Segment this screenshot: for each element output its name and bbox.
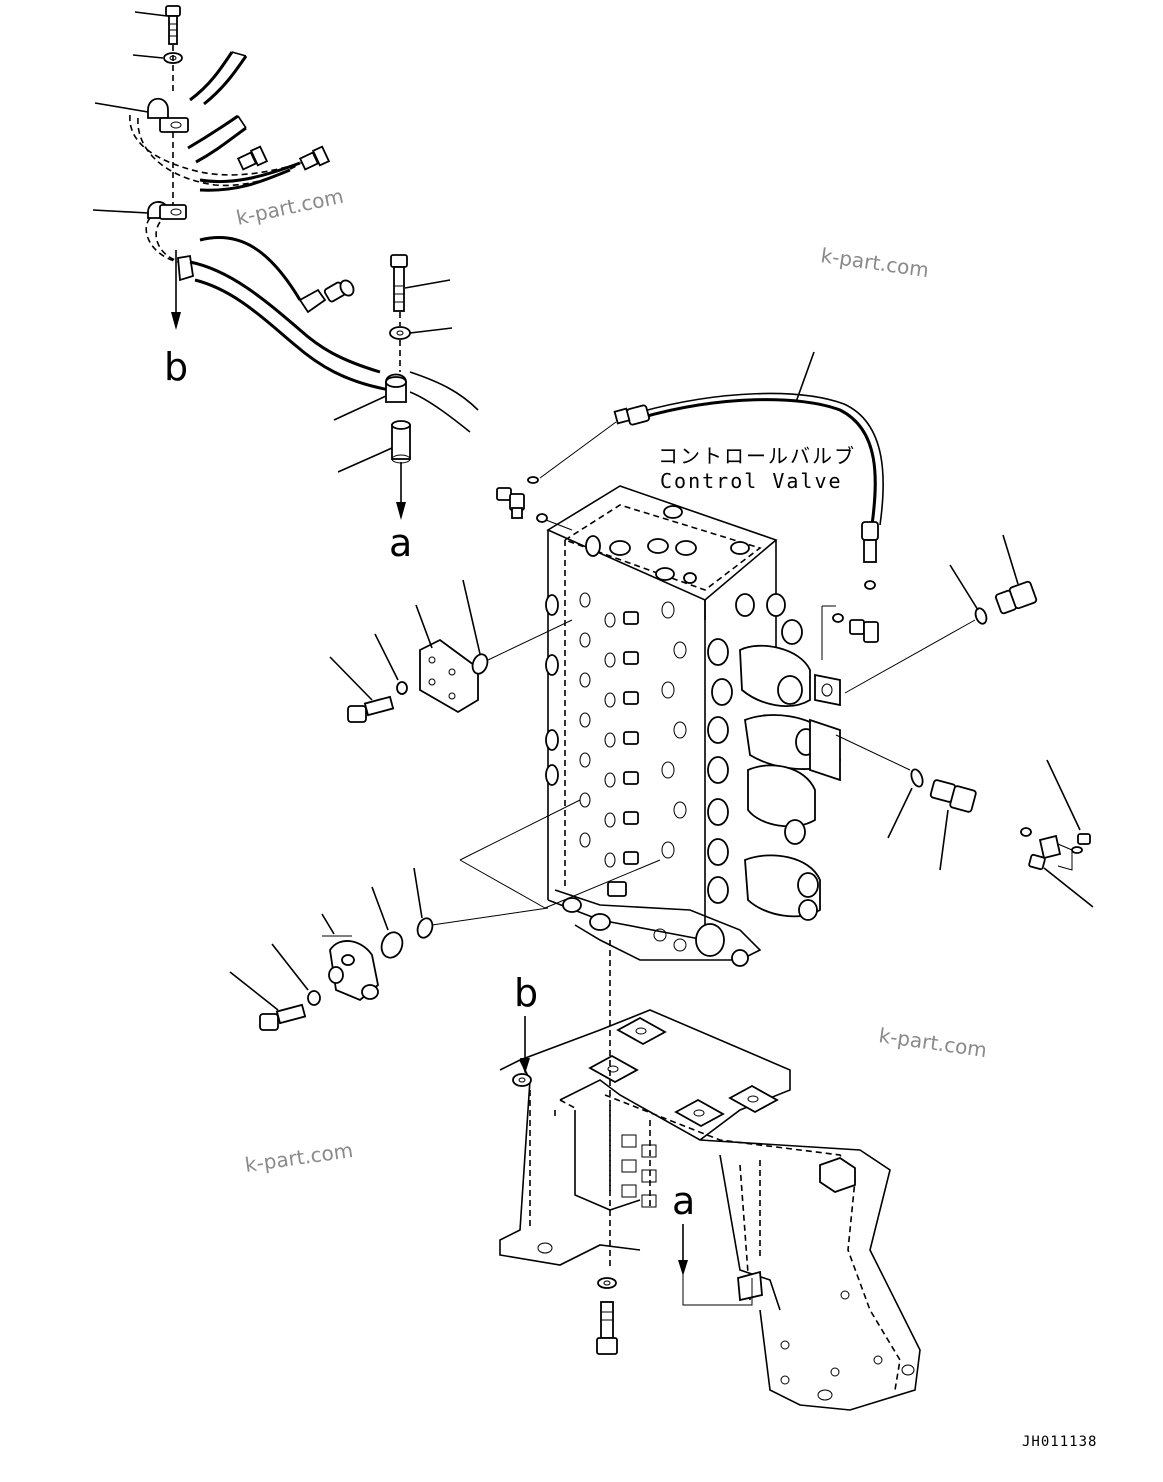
valve-top-plugs: [585, 505, 750, 584]
leader-line: [1046, 759, 1081, 831]
leader-line: [329, 656, 373, 701]
leader-line: [333, 395, 387, 421]
reference-letter-a-frame: a: [672, 1179, 695, 1223]
mount-bolt: [596, 1301, 618, 1355]
o-ring: [416, 917, 434, 939]
reference-letter-b-frame: b: [514, 971, 538, 1015]
control-valve-body: [545, 485, 842, 967]
reference-letter-a: a: [389, 521, 412, 565]
hose-fittings: [236, 145, 331, 171]
mounting-frame: [499, 1009, 921, 1411]
leader-line: [1043, 867, 1094, 908]
valve-left-bosses: [545, 594, 582, 913]
leader-line: [887, 787, 913, 839]
leader-line: [321, 913, 335, 935]
washer: [389, 326, 411, 340]
control-valve-label: コントロールバルブ Control Valve: [658, 444, 856, 493]
reference-arrow-b-top: b: [164, 250, 188, 389]
title-english: Control Valve: [660, 469, 843, 493]
leader-line: [415, 604, 433, 649]
o-ring: [471, 653, 489, 675]
hose-fitting-left: [613, 404, 650, 426]
leader-line: [271, 943, 309, 991]
leader-line: [337, 447, 393, 473]
flange-bolt-upper: [347, 695, 395, 723]
leader-line: [229, 971, 279, 1011]
watermark-1: k-part.com: [234, 184, 346, 230]
split-flange-lower: [328, 940, 379, 1002]
reference-arrow-b-frame: b: [514, 971, 538, 1074]
plug-bottom-right: [1028, 853, 1046, 871]
leader-line: [949, 564, 979, 611]
valve-bottom-section: [554, 889, 762, 967]
leader-line: [939, 809, 949, 871]
leader-line: [413, 867, 423, 919]
clamp-bolt-top: [165, 5, 181, 45]
valve-center-fittings: [607, 611, 639, 897]
leader-line: [94, 102, 149, 113]
flange-plate-upper: [419, 638, 479, 714]
leader-line: [409, 327, 453, 334]
watermarks: k-part.com k-part.com k-part.com k-part.…: [234, 184, 988, 1177]
valve-solenoid-cluster: [739, 619, 842, 921]
reference-arrow-a-top: a: [389, 462, 412, 565]
hose-clamp-1: [147, 97, 189, 133]
elbow-fitting-right: [832, 613, 879, 643]
reference-letter-b: b: [164, 345, 188, 389]
mount-washer: [597, 1277, 617, 1289]
reference-arrow-a-frame: a: [672, 1179, 753, 1306]
washer: [307, 990, 321, 1006]
drawing-code: JH011138: [1022, 1434, 1097, 1450]
pilot-hose: [527, 351, 884, 590]
leader-line: [371, 886, 389, 931]
leader-line: [462, 579, 481, 655]
leader-line: [132, 54, 164, 59]
flange-plug: [380, 931, 404, 959]
valve-spool-caps: [707, 593, 786, 904]
title-japanese: コントロールバルブ: [658, 444, 856, 468]
leader-line: [795, 351, 815, 403]
pressure-sensor-upper: [974, 580, 1038, 625]
hose-end-fitting: [323, 279, 355, 303]
elbow-fitting-left: [496, 487, 573, 531]
pressure-sensor-lower: [910, 768, 977, 813]
leader-line: [1002, 534, 1019, 585]
leader-line: [404, 279, 451, 289]
watermark-2: k-part.com: [819, 243, 930, 282]
lock-washer: [396, 681, 408, 695]
hose-fitting-right: [861, 521, 879, 563]
clamp-bolt-right: [390, 254, 408, 312]
valve-left-face-ports: [579, 592, 687, 868]
leader-line: [134, 11, 168, 17]
watermark-4: k-part.com: [243, 1138, 354, 1177]
plug-fitting-right: [1020, 827, 1091, 871]
watermark-3: k-part.com: [877, 1023, 988, 1062]
upper-hose-clamp-assembly: b a: [92, 5, 479, 565]
callout-bracket: [821, 605, 836, 660]
spacer-collar: [391, 420, 411, 464]
valve-callout-lines: [459, 799, 661, 909]
leader-line: [92, 209, 149, 214]
hose-clamp-2: [147, 201, 187, 220]
leader-line: [374, 633, 399, 681]
flange-bolt-lower: [259, 1003, 307, 1031]
o-ring: [864, 580, 876, 590]
valve-side-block: [814, 673, 841, 707]
hose-clamp-3: [385, 373, 407, 403]
